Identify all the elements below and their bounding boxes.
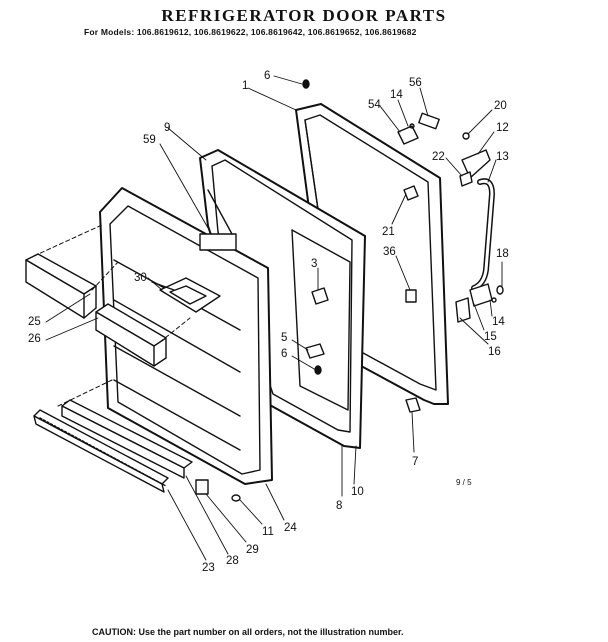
callout-28: 28 xyxy=(226,555,239,567)
callout-54: 54 xyxy=(368,99,381,111)
drawing-code: 9 / 5 xyxy=(456,478,472,487)
door-rail-28 xyxy=(61,399,193,479)
callout-22: 22 xyxy=(432,151,445,163)
callout-36: 36 xyxy=(383,246,396,258)
callout-6: 6 xyxy=(264,70,271,82)
callout-6b: 6 xyxy=(281,348,288,360)
small-bracket-parts xyxy=(305,185,421,413)
callout-56: 56 xyxy=(409,77,422,89)
callout-59: 59 xyxy=(143,134,156,146)
callout-23: 23 xyxy=(202,562,215,574)
callout-5: 5 xyxy=(281,332,288,344)
callout-12: 12 xyxy=(496,122,509,134)
butter-compartment-part xyxy=(151,277,221,313)
callout-21: 21 xyxy=(382,226,395,238)
callout-1: 1 xyxy=(242,80,249,92)
door-liner-part xyxy=(99,187,273,485)
callout-11: 11 xyxy=(262,526,274,538)
door-rail-23 xyxy=(33,409,169,493)
callout-16: 16 xyxy=(488,346,501,358)
door-stop-part xyxy=(195,479,209,495)
callout-10: 10 xyxy=(351,486,364,498)
lower-hinge-part xyxy=(455,283,504,323)
callout-14: 14 xyxy=(390,89,403,101)
callout-24: 24 xyxy=(284,522,297,534)
callout-30: 30 xyxy=(134,272,147,284)
hinge-cap-part xyxy=(459,132,491,187)
door-shelf-25 xyxy=(25,253,97,319)
callout-14b: 14 xyxy=(492,316,505,328)
door-shelf-26 xyxy=(95,303,167,367)
upper-hinge-part xyxy=(397,112,440,145)
caution-note: CAUTION: Use the part number on all orde… xyxy=(92,627,404,637)
callout-29: 29 xyxy=(246,544,259,556)
callout-7: 7 xyxy=(412,456,419,468)
screw-part xyxy=(231,79,322,502)
callout-25: 25 xyxy=(28,316,41,328)
door-handle-part xyxy=(471,178,495,291)
leader-lines xyxy=(45,75,503,561)
page-title: REFRIGERATOR DOOR PARTS xyxy=(161,6,447,25)
callout-20: 20 xyxy=(494,100,507,112)
assembly-lines xyxy=(33,223,191,407)
callout-15: 15 xyxy=(484,331,497,343)
callout-9: 9 xyxy=(164,122,171,134)
callout-26: 26 xyxy=(28,333,41,345)
callout-3: 3 xyxy=(311,258,318,270)
model-numbers: For Models: 106.8619612, 106.8619622, 10… xyxy=(84,27,417,37)
callout-13: 13 xyxy=(496,151,509,163)
callout-8: 8 xyxy=(336,500,343,512)
callout-18: 18 xyxy=(496,248,509,260)
